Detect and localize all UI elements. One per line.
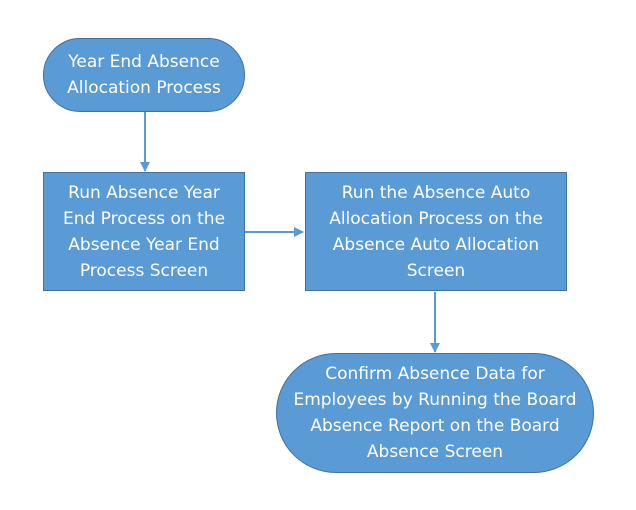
end-label-line: Absence Report on the Board [310,416,560,436]
step1-label-line: End Process on the [62,208,226,229]
start-label-line: Year End Absence [68,52,220,72]
step2-label-line: Screen [406,260,466,281]
step1-label-line: Absence Year End [68,234,220,255]
step1-label: Run Absence Year End Process on the Abse… [63,180,225,284]
step1-label-line: Process Screen [79,260,209,281]
process-step-auto-allocation: Run the Absence Auto Allocation Process … [305,172,567,291]
end-label-line: Employees by Running the Board [293,390,577,410]
start-terminal: Year End Absence Allocation Process [43,38,245,112]
start-label: Year End Absence Allocation Process [67,49,221,101]
process-step-year-end: Run Absence Year End Process on the Abse… [43,172,245,291]
end-label: Confirm Absence Data for Employees by Ru… [293,361,576,465]
end-label-line: Absence Screen [366,442,504,462]
end-terminal: Confirm Absence Data for Employees by Ru… [276,353,594,473]
start-label-line: Allocation Process [67,78,221,98]
step2-label-line: Allocation Process on the [329,208,543,229]
step2-label-line: Absence Auto Allocation [332,234,540,255]
step1-label-line: Run Absence Year [68,182,220,203]
step2-label-line: Run the Absence Auto [341,182,531,203]
step2-label: Run the Absence Auto Allocation Process … [329,180,543,284]
end-label-line: Confirm Absence Data for [325,364,545,384]
